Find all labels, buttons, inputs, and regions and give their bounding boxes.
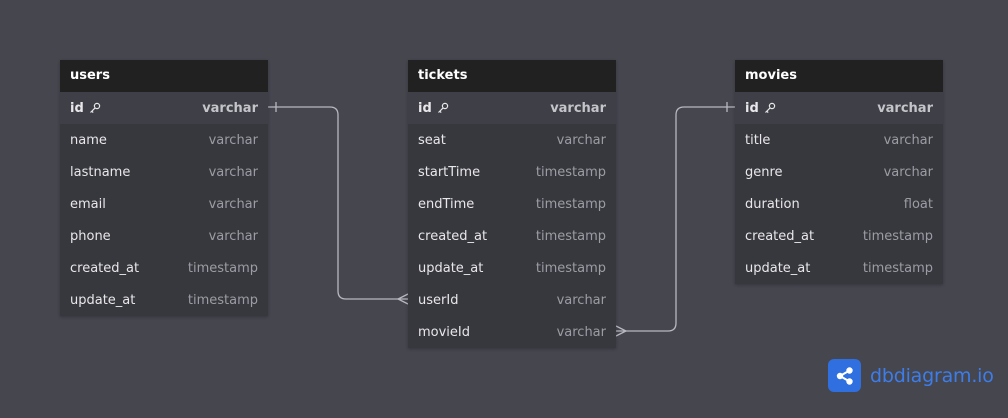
field-row-tickets-endtime[interactable]: endTime timestamp (408, 188, 616, 220)
field-name: movieId (418, 324, 471, 340)
field-row-users-created-at[interactable]: created_at timestamp (60, 252, 268, 284)
field-type: varchar (556, 292, 606, 308)
field-type: timestamp (187, 260, 258, 276)
table-tickets[interactable]: tickets id varchar seat varchar startTim… (408, 60, 616, 348)
field-name: endTime (418, 196, 475, 212)
field-name: id (70, 100, 84, 116)
field-type: varchar (883, 164, 933, 180)
table-header-movies[interactable]: movies (735, 60, 943, 92)
field-row-users-email[interactable]: email varchar (60, 188, 268, 220)
connector-users-tickets (268, 106, 408, 300)
table-movies[interactable]: movies id varchar title varchar genre va… (735, 60, 943, 284)
key-icon (437, 102, 449, 114)
field-type: timestamp (862, 260, 933, 276)
field-type: varchar (208, 228, 258, 244)
field-type: timestamp (535, 196, 606, 212)
field-name: phone (70, 228, 111, 244)
field-type: varchar (556, 324, 606, 340)
field-name: update_at (70, 292, 136, 308)
field-row-movies-created-at[interactable]: created_at timestamp (735, 220, 943, 252)
connector-movies-tickets (616, 106, 735, 332)
field-type: varchar (208, 164, 258, 180)
field-name: update_at (745, 260, 811, 276)
field-type: varchar (883, 132, 933, 148)
field-row-movies-duration[interactable]: duration float (735, 188, 943, 220)
field-name: created_at (418, 228, 488, 244)
many-marker-movieid (615, 325, 628, 337)
field-row-tickets-id[interactable]: id varchar (408, 92, 616, 124)
field-name: name (70, 132, 107, 148)
field-name: lastname (70, 164, 131, 180)
brand-text: dbdiagram.io (870, 364, 994, 387)
field-row-tickets-update-at[interactable]: update_at timestamp (408, 252, 616, 284)
field-name: startTime (418, 164, 481, 180)
field-type: timestamp (535, 260, 606, 276)
field-type: varchar (550, 100, 606, 116)
field-name: seat (418, 132, 446, 148)
field-name: email (70, 196, 106, 212)
field-row-tickets-movieid[interactable]: movieId varchar (408, 316, 616, 348)
field-type: float (903, 196, 933, 212)
field-type: varchar (202, 100, 258, 116)
field-row-tickets-seat[interactable]: seat varchar (408, 124, 616, 156)
table-header-tickets[interactable]: tickets (408, 60, 616, 92)
table-header-users[interactable]: users (60, 60, 268, 92)
field-name: genre (745, 164, 783, 180)
key-icon (764, 102, 776, 114)
field-row-tickets-userid[interactable]: userId varchar (408, 284, 616, 316)
field-row-users-name[interactable]: name varchar (60, 124, 268, 156)
field-name: title (745, 132, 771, 148)
field-type: timestamp (535, 164, 606, 180)
field-type: varchar (556, 132, 606, 148)
field-name: update_at (418, 260, 484, 276)
field-name: created_at (70, 260, 140, 276)
field-name: id (418, 100, 432, 116)
field-row-tickets-created-at[interactable]: created_at timestamp (408, 220, 616, 252)
field-name: userId (418, 292, 459, 308)
field-name: created_at (745, 228, 815, 244)
field-type: varchar (208, 196, 258, 212)
field-row-movies-id[interactable]: id varchar (735, 92, 943, 124)
field-type: varchar (208, 132, 258, 148)
key-icon (89, 102, 101, 114)
field-row-movies-update-at[interactable]: update_at timestamp (735, 252, 943, 284)
field-name: id (745, 100, 759, 116)
field-type: timestamp (187, 292, 258, 308)
field-type: timestamp (862, 228, 933, 244)
share-icon (828, 359, 861, 392)
field-row-movies-title[interactable]: title varchar (735, 124, 943, 156)
field-row-users-phone[interactable]: phone varchar (60, 220, 268, 252)
field-row-tickets-starttime[interactable]: startTime timestamp (408, 156, 616, 188)
field-row-users-id[interactable]: id varchar (60, 92, 268, 124)
field-type: varchar (877, 100, 933, 116)
field-type: timestamp (535, 228, 606, 244)
field-row-users-update-at[interactable]: update_at timestamp (60, 284, 268, 316)
brand-watermark[interactable]: dbdiagram.io (828, 359, 994, 392)
many-marker-userid (396, 293, 409, 305)
field-name: duration (745, 196, 800, 212)
field-row-movies-genre[interactable]: genre varchar (735, 156, 943, 188)
field-row-users-lastname[interactable]: lastname varchar (60, 156, 268, 188)
table-users[interactable]: users id varchar name varchar lastname v… (60, 60, 268, 316)
